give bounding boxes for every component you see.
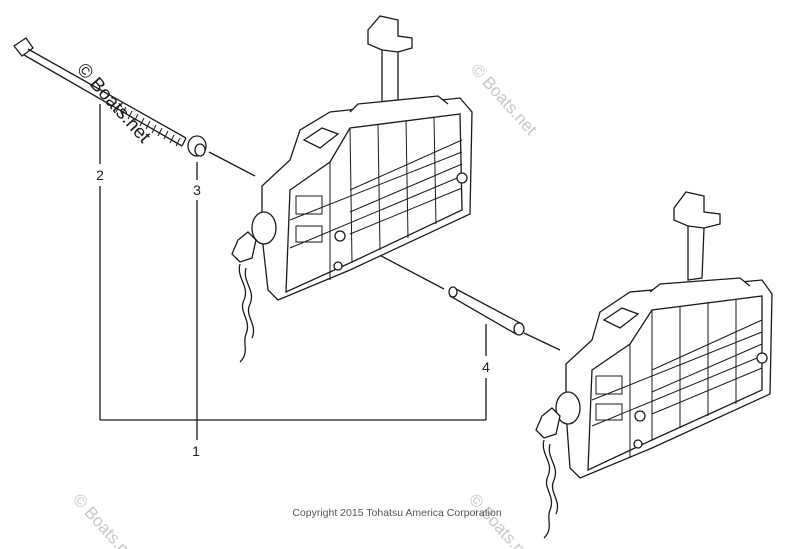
watermark-bottom-center: © Boats.net bbox=[465, 490, 539, 549]
callout-3: 3 bbox=[193, 182, 201, 198]
callout-1: 1 bbox=[192, 443, 200, 459]
watermark-top-left: © Boats.net bbox=[72, 59, 155, 148]
callouts: 1 2 3 4 bbox=[96, 167, 490, 459]
remote-control-left bbox=[231, 15, 473, 363]
leader-lines bbox=[99, 104, 487, 440]
remote-control-right bbox=[535, 191, 773, 539]
watermark-top-right: © Boats.net bbox=[467, 60, 541, 139]
callout-2: 2 bbox=[96, 167, 104, 183]
bolt-part bbox=[13, 37, 187, 147]
callout-4: 4 bbox=[482, 359, 490, 375]
watermark-bottom-left: © Boats.net bbox=[69, 490, 143, 549]
copyright-text: Copyright 2015 Tohatsu America Corporati… bbox=[292, 507, 502, 519]
collar-part bbox=[187, 135, 256, 177]
